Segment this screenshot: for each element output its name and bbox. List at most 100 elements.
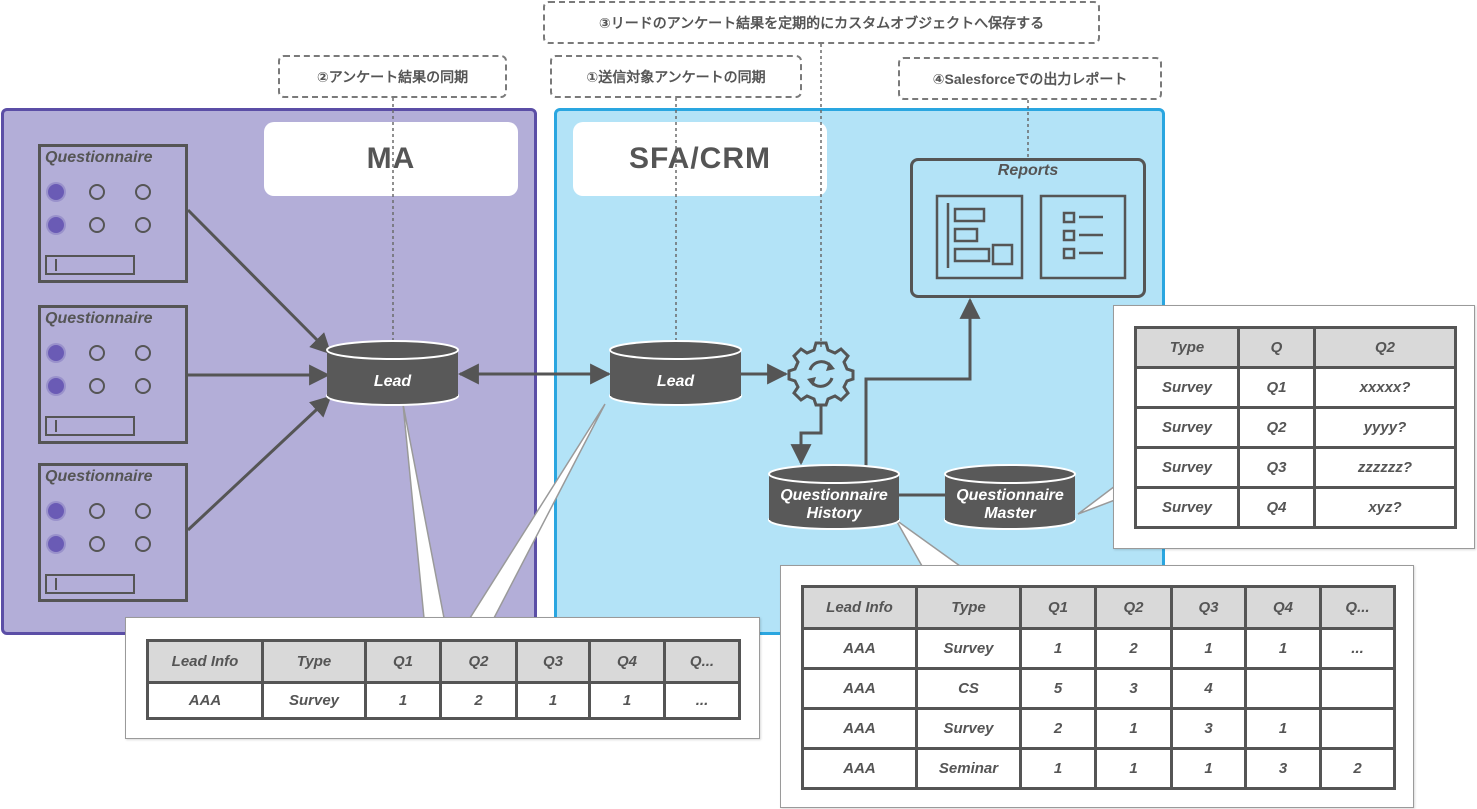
table-cell: 1 [1094,707,1173,750]
table-cell: 2 [1094,627,1173,670]
lead-table: Lead Info Type Q1 Q2 Q3 Q4 Q... AAA Surv… [146,639,741,720]
reports-box [910,158,1146,298]
table-cell: Survey [1134,486,1240,529]
table-cell: AAA [801,667,918,710]
table-cell: 1 [1244,627,1322,670]
table-cell: 3 [1244,747,1322,790]
radio-icon [89,536,105,552]
callout-step4: ④Salesforceでの出力レポート [898,57,1162,100]
questionnaire-title: Questionnaire [45,468,153,485]
table-cell: 3 [1170,707,1247,750]
lead-table-wedge-sfa [468,403,606,619]
table-cell: Seminar [915,747,1022,790]
table-row: Survey Q3 zzzzzz? [1134,446,1457,489]
table-cell: Survey [915,707,1022,750]
table-cell: 2 [1019,707,1097,750]
history-table-header: Type [915,585,1022,630]
table-row: Survey Q4 xyz? [1134,486,1457,529]
table-cell: Q2 [1237,406,1316,449]
lead-table-header: Type [261,639,367,684]
table-cell: ... [1319,627,1396,670]
master-table-header: Q2 [1313,326,1457,369]
radio-icon [135,378,151,394]
lead-table-header: Q2 [439,639,518,684]
callout-step2: ②アンケート結果の同期 [278,55,507,98]
table-cell: Survey [1134,446,1240,489]
table-cell: 1 [1019,627,1097,670]
table-cell: Survey [1134,366,1240,409]
table-cell: CS [915,667,1022,710]
arrow-history-to-reports [864,297,981,466]
table-cell: ... [663,681,741,720]
text-field-icon [45,416,135,436]
history-table: Lead Info Type Q1 Q2 Q3 Q4 Q... AAA Surv… [801,585,1396,790]
table-cell: 1 [515,681,591,720]
table-cell: 1 [1094,747,1173,790]
table-cell: AAA [146,681,264,720]
questionnaire-card-1: Questionnaire [38,144,188,283]
table-cell: AAA [801,747,918,790]
table-cell: 1 [1170,747,1247,790]
ma-lead-db [326,340,459,406]
lead-table-frame: Lead Info Type Q1 Q2 Q3 Q4 Q... AAA Surv… [125,617,760,739]
questionnaire-master-db [944,464,1076,530]
radio-icon [135,184,151,200]
table-cell: xyz? [1313,486,1457,529]
table-cell: zzzzzz? [1313,446,1457,489]
table-cell: xxxxx? [1313,366,1457,409]
radio-icon [135,345,151,361]
table-cell: AAA [801,707,918,750]
table-cell: AAA [801,627,918,670]
radio-icon [89,217,105,233]
lead-table-header: Q... [663,639,741,684]
table-cell: 1 [1244,707,1322,750]
table-row: Survey Q1 xxxxx? [1134,366,1457,409]
table-row: Survey Q2 yyyy? [1134,406,1457,449]
table-row: AAA Survey 2 1 3 1 [801,707,1396,750]
radio-selected-icon [48,217,64,233]
table-row: AAA CS 5 3 4 [801,667,1396,710]
arrow-gear-to-history [790,406,823,466]
lead-table-wedge [402,403,445,619]
table-cell: 5 [1019,667,1097,710]
arrow-q3-to-lead [186,395,332,532]
table-row: AAA Survey 1 2 1 1 ... [146,681,741,720]
history-table-header: Q3 [1170,585,1247,630]
master-table-header: Q [1237,326,1316,369]
table-cell: Q3 [1237,446,1316,489]
table-cell: 3 [1094,667,1173,710]
history-table-header: Q4 [1244,585,1322,630]
table-cell: 1 [364,681,442,720]
history-table-wedge [895,519,963,567]
arrow-q1-to-lead [186,208,332,355]
callout-step1: ①送信対象アンケートの同期 [550,55,802,98]
radio-selected-icon [48,345,64,361]
history-table-header: Q2 [1094,585,1173,630]
lead-table-header: Q1 [364,639,442,684]
table-cell: 4 [1170,667,1247,710]
table-cell [1244,667,1322,710]
table-cell: 1 [1170,627,1247,670]
lead-table-header: Q4 [588,639,666,684]
lead-table-header: Lead Info [146,639,264,684]
gear-sync-icon [787,341,855,407]
bar-report-icon [935,194,1024,280]
sfa-crm-title: SFA/CRM [573,122,827,196]
radio-icon [89,345,105,361]
questionnaire-card-3: Questionnaire [38,463,188,602]
radio-selected-icon [48,503,64,519]
text-field-icon [45,255,135,275]
radio-icon [135,503,151,519]
radio-selected-icon [48,184,64,200]
table-cell: yyyy? [1313,406,1457,449]
radio-icon [135,536,151,552]
lead-table-header: Q3 [515,639,591,684]
table-cell: Survey [1134,406,1240,449]
table-cell: Q4 [1237,486,1316,529]
master-table-wedge [1077,484,1116,515]
history-table-header: Q... [1319,585,1396,630]
list-report-icon [1039,194,1127,280]
ma-title: MA [264,122,518,196]
master-table: Type Q Q2 Survey Q1 xxxxx? Survey Q2 yyy… [1134,326,1457,529]
table-cell: 2 [1319,747,1396,790]
